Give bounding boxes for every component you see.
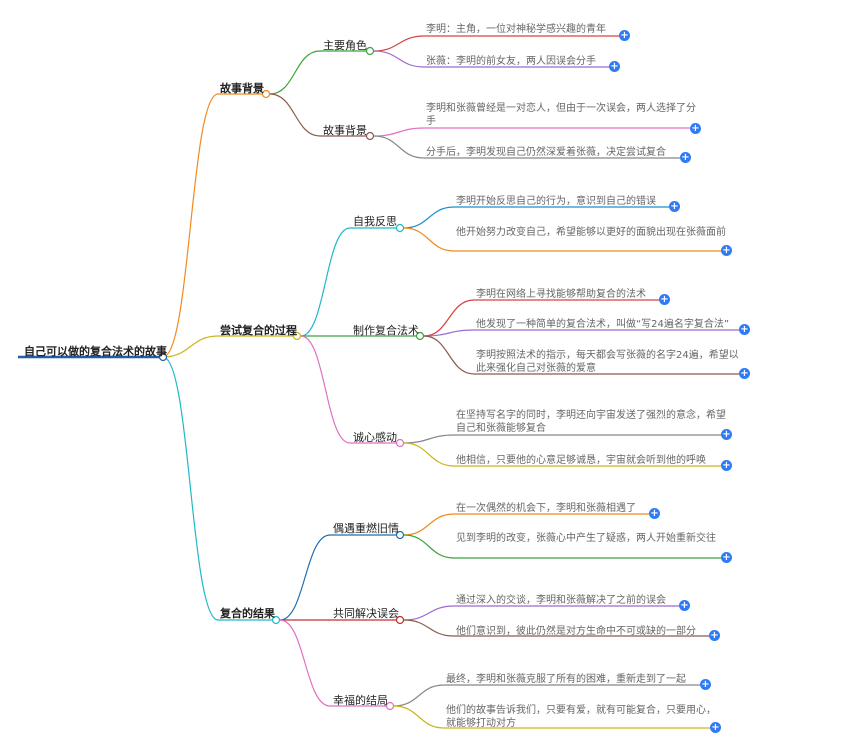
branch-result[interactable]: 复合的结果 (220, 607, 275, 620)
leaf-text: 李明：主角，一位对神秘学感兴趣的青年 (426, 24, 606, 35)
connector-line (403, 513, 455, 536)
connector-line (403, 605, 455, 621)
sub-resolve-misunderstanding[interactable]: 共同解决误会 (333, 607, 399, 620)
node-dot (395, 530, 405, 540)
root-topic[interactable]: 自己可以做的复合法术的故事 (24, 345, 167, 358)
sub-happy-ending[interactable]: 幸福的结局 (333, 694, 388, 707)
connector-line (403, 434, 455, 444)
connector-line (300, 227, 351, 337)
connector-line (393, 684, 445, 707)
node-dot (365, 46, 375, 56)
connector-line (373, 35, 425, 52)
plus-icon[interactable]: + (700, 679, 711, 690)
plus-icon[interactable]: + (679, 600, 690, 611)
sub-background-detail[interactable]: 故事背景 (323, 124, 367, 137)
plus-icon[interactable]: + (649, 508, 660, 519)
plus-icon[interactable]: + (710, 722, 721, 733)
leaf-text: 他开始努力改变自己，希望能够以更好的面貌出现在张薇面前 (456, 227, 726, 238)
leaf-text: 他发现了一种简单的复合法术，叫做“写24遍名字复合法” (476, 319, 730, 330)
node-dot (365, 131, 375, 141)
plus-icon[interactable]: + (739, 368, 750, 379)
connector-line (162, 93, 219, 358)
sub-chance-reunion[interactable]: 偶遇重燃旧情 (333, 522, 399, 535)
connector-line (393, 705, 445, 729)
node-dot (261, 89, 271, 99)
connector-line (269, 50, 321, 95)
connector-line (423, 335, 475, 375)
sub-make-spell[interactable]: 制作复合法术 (353, 324, 419, 337)
plus-icon[interactable]: + (721, 245, 732, 256)
plus-icon[interactable]: + (619, 30, 630, 41)
node-dot (292, 331, 302, 341)
sub-main-characters[interactable]: 主要角色 (323, 39, 367, 52)
connector-line (423, 329, 475, 337)
plus-icon[interactable]: + (669, 201, 680, 212)
leaf-text: 张薇：李明的前女友，两人因误会分手 (426, 56, 596, 67)
leaf-text: 李明和张薇曾经是一对恋人，但由于一次误会，两人选择了分手 (426, 103, 696, 127)
connector-line (403, 227, 455, 252)
plus-icon[interactable]: + (709, 630, 720, 641)
node-dot (415, 331, 425, 341)
connector-line (403, 619, 455, 637)
connector-line (373, 50, 425, 68)
plus-icon[interactable]: + (690, 123, 701, 134)
plus-icon[interactable]: + (680, 152, 691, 163)
leaf-text: 最终，李明和张薇克服了所有的困难，重新走到了一起 (446, 674, 686, 685)
connector-line (373, 127, 425, 137)
plus-icon[interactable]: + (721, 552, 732, 563)
leaf-text: 在坚持写名字的同时，李明还向宇宙发送了强烈的意念，希望自己和张薇能够复合 (456, 410, 726, 434)
connector-line (403, 442, 455, 467)
connector-line (423, 299, 475, 337)
node-dot (395, 438, 405, 448)
plus-icon[interactable]: + (609, 61, 620, 72)
connector-line (279, 619, 331, 707)
branch-attempt-process[interactable]: 尝试复合的过程 (220, 324, 297, 337)
connector-line (279, 534, 331, 621)
node-dot (158, 352, 168, 362)
node-dot (395, 223, 405, 233)
leaf-text: 通过深入的交谈，李明和张薇解决了之前的误会 (456, 595, 666, 606)
branch-story-background[interactable]: 故事背景 (220, 82, 264, 95)
plus-icon[interactable]: + (721, 460, 732, 471)
leaf-text: 在一次偶然的机会下，李明和张薇相遇了 (456, 503, 636, 514)
leaf-text: 李明在网络上寻找能够帮助复合的法术 (476, 289, 646, 300)
connector-line (373, 135, 425, 159)
connector-line (162, 356, 219, 621)
plus-icon[interactable]: + (659, 294, 670, 305)
connector-line (269, 93, 321, 137)
leaf-text: 他们意识到，彼此仍然是对方生命中不可或缺的一部分 (456, 626, 696, 637)
sub-sincere-touch[interactable]: 诚心感动 (353, 431, 397, 444)
node-dot (395, 615, 405, 625)
node-dot (385, 701, 395, 711)
connector-line (300, 335, 351, 444)
sub-self-reflection[interactable]: 自我反思 (353, 215, 397, 228)
node-dot (271, 615, 281, 625)
leaf-text: 李明按照法术的指示，每天都会写张薇的名字24遍，希望以此来强化自己对张薇的爱意 (476, 350, 739, 374)
plus-icon[interactable]: + (739, 324, 750, 335)
connector-line (162, 335, 219, 358)
connector-line (403, 206, 455, 229)
leaf-text: 他相信，只要他的心意足够诚恳，宇宙就会听到他的呼唤 (456, 455, 706, 466)
leaf-text: 见到李明的改变，张薇心中产生了疑惑，两人开始重新交往 (456, 533, 716, 544)
plus-icon[interactable]: + (721, 429, 732, 440)
leaf-text: 他们的故事告诉我们，只要有爱，就有可能复合，只要用心，就能够打动对方 (446, 705, 716, 729)
leaf-text: 李明开始反思自己的行为，意识到自己的错误 (456, 196, 656, 207)
connector-line (403, 534, 455, 559)
leaf-text: 分手后，李明发现自己仍然深爱着张薇，决定尝试复合 (426, 147, 666, 158)
